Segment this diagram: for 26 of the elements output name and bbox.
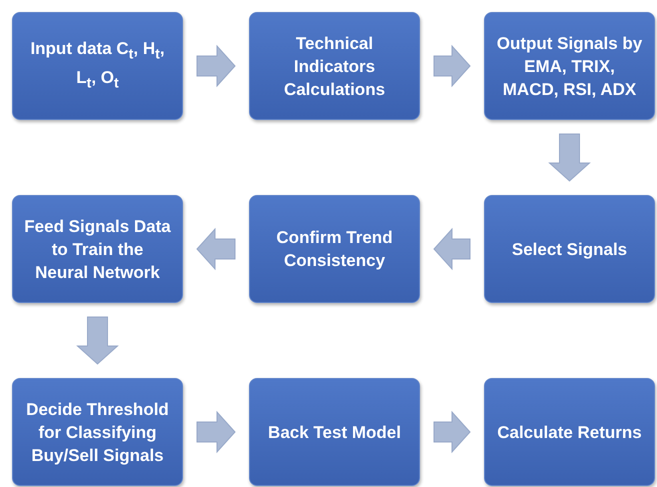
box-label: Decide Threshold for Classifying Buy/Sell Signals — [25, 398, 170, 466]
box-label: Input data C$_{t}$, H$_{t}$, L$_{t}$, O$_{t}$ — [29, 38, 166, 94]
process-box — [484, 378, 655, 486]
block-arrow — [434, 410, 471, 454]
block-arrow — [196, 410, 236, 454]
box-label: Feed Signals Data to Train the Neural Network — [23, 216, 172, 284]
process-box — [484, 195, 655, 303]
box-label: Select Signals — [512, 238, 628, 260]
box-label: Calculate Returns — [497, 422, 642, 444]
process-box — [12, 12, 183, 120]
box-label: Output Signals by EMA, TRIX, MACD, RSI, ADX — [496, 32, 644, 100]
block-arrow — [196, 228, 236, 270]
box-label: Back Test Model — [268, 422, 401, 444]
box-label: Confirm Trend Consistency — [275, 227, 394, 272]
block-arrow — [76, 316, 119, 365]
process-box — [12, 378, 183, 486]
box-label: Technical Indicators Calculations — [282, 32, 386, 100]
block-arrow — [434, 44, 471, 88]
process-box — [249, 12, 420, 120]
process-box — [484, 12, 655, 120]
process-box — [249, 195, 420, 303]
block-arrow — [433, 228, 470, 270]
process-box — [12, 195, 183, 303]
block-arrow — [196, 44, 236, 88]
block-arrow — [548, 134, 591, 182]
process-box — [249, 378, 420, 486]
